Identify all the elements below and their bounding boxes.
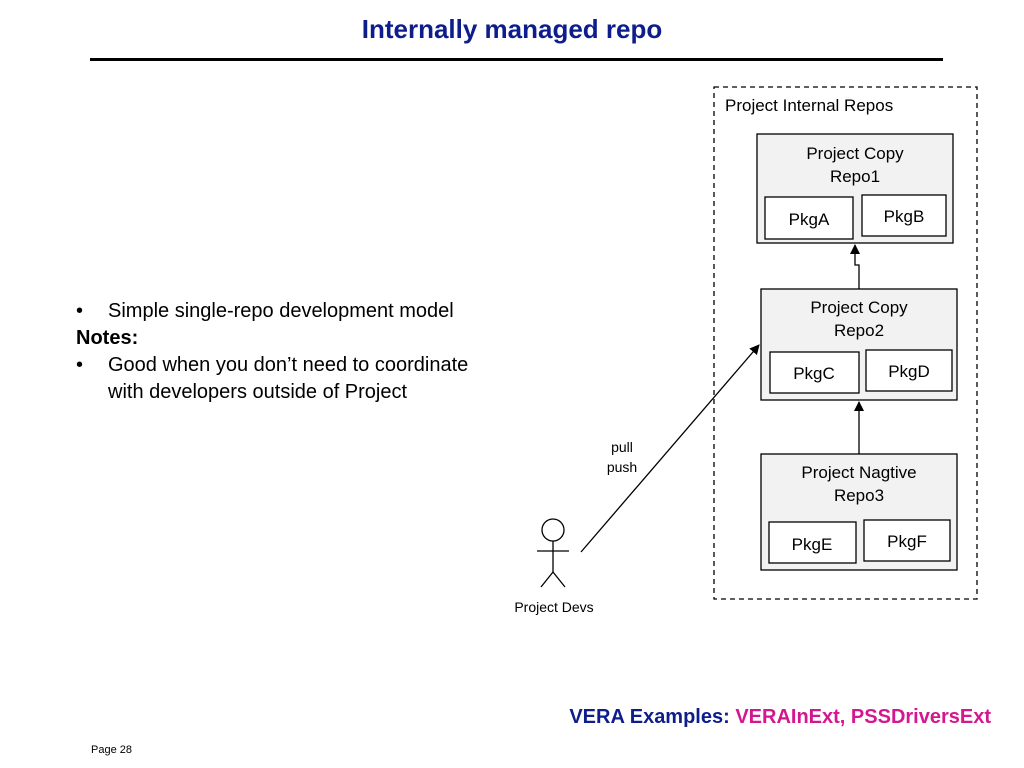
user-icon (537, 518, 569, 588)
title-divider (90, 58, 943, 61)
bullet-item: • Good when you don’t need to coordinate… (76, 352, 476, 406)
repo-box-3[interactable]: Project Nagtive Repo3 PkgE PkgF (760, 453, 958, 571)
repo-box-2[interactable]: Project Copy Repo2 PkgC PkgD (760, 288, 958, 401)
container-label: Project Internal Repos (725, 96, 893, 115)
edge-label: push (607, 459, 637, 475)
bullet-text: Good when you don’t need to coordinate w… (108, 354, 469, 403)
package-label: PkgE (792, 535, 833, 554)
bullet-list: • Simple single-repo development model N… (76, 298, 476, 406)
package-box[interactable]: PkgC (769, 351, 860, 394)
arrow-repo2-to-repo1 (850, 244, 860, 289)
edge-label: pull (611, 439, 633, 455)
package-box[interactable]: PkgD (865, 349, 953, 392)
repo-name: Project Copy (810, 298, 908, 317)
package-box[interactable]: PkgB (861, 194, 947, 237)
examples-value: VERAInExt, PSSDriversExt (735, 706, 991, 728)
repo-name: Project Nagtive (801, 463, 916, 482)
package-label: PkgD (888, 362, 930, 381)
page-title: Internally managed repo (361, 14, 663, 44)
package-label: PkgF (887, 532, 927, 551)
repo-box-1[interactable]: Project Copy Repo1 PkgA PkgB (756, 133, 954, 244)
bullet-icon: • (76, 300, 84, 322)
package-label: PkgA (789, 210, 830, 229)
examples-label: VERA Examples: (569, 706, 730, 728)
package-box[interactable]: PkgE (768, 521, 857, 564)
bullet-icon: • (76, 354, 84, 376)
page-number: Page 28 (91, 744, 132, 756)
actor-label: Project Devs (514, 599, 593, 615)
repo-name: Repo2 (834, 321, 884, 340)
repo-name: Repo1 (830, 167, 880, 186)
notes-heading: Notes: (76, 327, 139, 349)
package-box[interactable]: PkgF (863, 519, 951, 562)
package-label: PkgB (884, 207, 925, 226)
package-box[interactable]: PkgA (764, 196, 854, 240)
arrow-devs-to-repo2 (580, 344, 760, 553)
bullet-text: Simple single-repo development model (108, 300, 454, 322)
repo-name: Repo3 (834, 486, 884, 505)
bullet-item: • Simple single-repo development model (76, 298, 476, 325)
examples-footer: VERA Examples: VERAInExt, PSSDriversExt (569, 706, 991, 729)
repo-name: Project Copy (806, 144, 904, 163)
package-label: PkgC (793, 364, 835, 383)
